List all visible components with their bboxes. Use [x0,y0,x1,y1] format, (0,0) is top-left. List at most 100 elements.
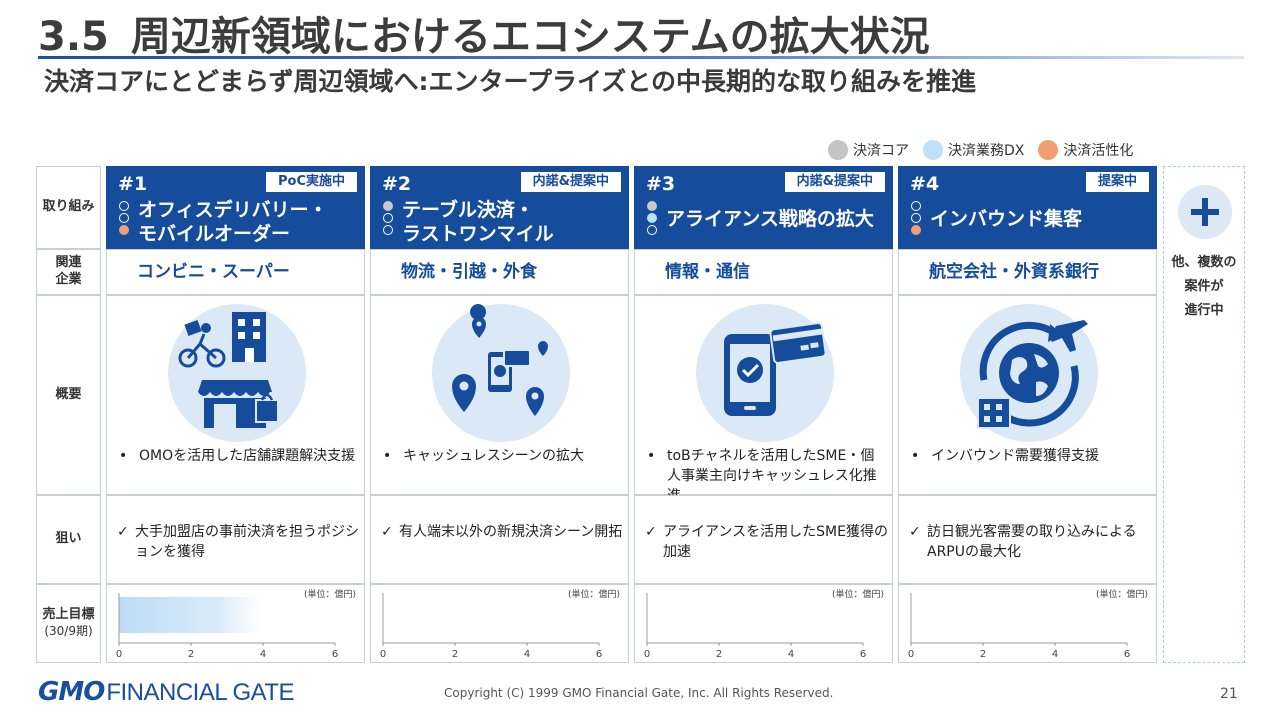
company-logo: GMOFINANCIAL GATE [38,677,295,707]
aim-text: ✓有人端末以外の新規決済シーン開拓 [381,524,623,540]
aim-cell: ✓アライアンスを活用したSME獲得の加速 [634,495,893,584]
dot-dx [911,213,921,223]
dot-core [383,201,393,211]
overview-cell: •インバウンド需要獲得支援 [898,295,1157,495]
related-company: 物流・引越・外食 [370,249,629,295]
initiative-number: #1 [118,173,148,195]
phone-card-icon [696,304,834,442]
section-title: 周辺新領域におけるエコシステムの拡大状況 [130,14,930,60]
aim-text: ✓訪日観光客需要の取り込みによるARPUの最大化 [909,524,1137,560]
dot-core [119,201,129,211]
chart-tick-label: 4 [788,649,794,660]
chart-tick-label: 2 [980,649,986,660]
sales-unit: (単位：億円) [567,590,620,600]
overview-bullet: •キャッシュレスシーンの拡大 [383,448,585,464]
sales-target-cell: 0 2 4 6 (単位：億円) [634,584,893,663]
category-dots [911,201,923,237]
overview-bullet: •インバウンド需要獲得支援 [911,448,1099,464]
row-label-initiative: 取り組み [36,166,101,249]
chart-tick-label: 2 [716,649,722,660]
page-title: 3.5 周辺新領域におけるエコシステムの拡大状況 [38,4,930,62]
chart-tick-label: 6 [596,649,602,660]
legend-dot-core [828,140,848,160]
initiative-number: #3 [646,173,676,195]
legend-item-activation: 決済活性化 [1038,140,1133,160]
initiative-header-3: #3 内諾&提案中 アライアンス戦略の拡大 [634,166,893,249]
map-pin-phone-icon [432,304,570,442]
initiative-title: オフィスデリバリー・モバイルオーダー [138,199,328,245]
initiative-column-2: #2 内諾&提案中 テーブル決済・ラストワンマイル 物流・引越・外食 •キャッシ… [370,166,629,663]
status-badge: 内諾&提案中 [784,172,885,192]
status-badge: 内諾&提案中 [520,172,621,192]
dot-dx [647,213,657,223]
chart-tick-label: 4 [260,649,266,660]
check-icon: ✓ [645,524,657,540]
aim-cell: ✓有人端末以外の新規決済シーン開拓 [370,495,629,584]
initiative-number: #2 [382,173,412,195]
sales-bar [119,597,263,633]
dot-activation [911,225,921,235]
sales-target-cell: 0 2 4 6 (単位：億円) [106,584,365,663]
category-dots [647,201,659,237]
row-label-aim: 狙い [36,495,101,584]
legend: 決済コア 決済業務DX 決済活性化 [828,140,1133,160]
initiative-number: #4 [910,173,940,195]
initiative-column-3: #3 内諾&提案中 アライアンス戦略の拡大 情報・通信 •toBチャネルを活用し… [634,166,893,663]
chart-tick-label: 0 [380,649,386,660]
chart-tick-label: 0 [116,649,122,660]
title-underline [38,56,1244,59]
initiative-header-2: #2 内諾&提案中 テーブル決済・ラストワンマイル [370,166,629,249]
overview-bullet: •OMOを活用した店舗課題解決支援 [119,448,356,464]
sales-target-chart: 0 2 4 6 [116,593,338,660]
initiative-title: アライアンス戦略の拡大 [666,208,874,230]
dot-activation [647,225,657,235]
row-label-related: 関連企業 [36,249,101,295]
chart-tick-label: 2 [188,649,194,660]
chart-tick-label: 4 [1052,649,1058,660]
dot-activation [119,225,129,235]
plus-icon [1178,185,1232,239]
status-badge: 提案中 [1085,172,1149,192]
chart-tick-label: 4 [524,649,530,660]
aim-cell: ✓訪日観光客需要の取り込みによるARPUの最大化 [898,495,1157,584]
sales-unit: (単位：億円) [303,590,356,600]
status-badge: PoC実施中 [266,172,357,192]
row-label-sales: 売上目標(30/9期) [36,584,101,663]
legend-item-dx: 決済業務DX [923,140,1024,160]
legend-dot-dx [923,140,943,160]
chart-tick-label: 0 [644,649,650,660]
overview-cell: •キャッシュレスシーンの拡大 [370,295,629,495]
initiative-title: テーブル決済・ラストワンマイル [402,199,554,245]
initiative-header-4: #4 提案中 インバウンド集客 [898,166,1157,249]
aim-cell: ✓大手加盟店の事前決済を担うポジションを獲得 [106,495,365,584]
dot-core [647,201,657,211]
dot-dx [119,213,129,223]
legend-item-core: 決済コア [828,140,909,160]
row-label-overview: 概要 [36,295,101,495]
other-projects-text: 他、複数の 案件が 進行中 [1171,255,1237,318]
category-dots [119,201,131,237]
globe-airplane-icon [960,304,1098,442]
overview-bullet: •toBチャネルを活用したSME・個人事業主向けキャッシュレス化推進 [647,448,877,504]
other-projects-box: 他、複数の 案件が 進行中 [1163,166,1245,663]
overview-cell: •toBチャネルを活用したSME・個人事業主向けキャッシュレス化推進 [634,295,893,504]
aim-text: ✓アライアンスを活用したSME獲得の加速 [645,524,888,560]
category-dots [383,201,395,237]
check-icon: ✓ [909,524,921,540]
sales-unit: (単位：億円) [831,590,884,600]
initiative-column-1: #1 PoC実施中 オフィスデリバリー・モバイルオーダー コンビニ・スーパー •… [106,166,365,663]
chart-tick-label: 6 [860,649,866,660]
section-number: 3.5 [38,14,109,60]
chart-tick-label: 6 [1124,649,1130,660]
initiative-column-4: #4 提案中 インバウンド集客 航空会社・外資系銀行 •インバウンド需要獲得支援… [898,166,1157,663]
initiative-header-1: #1 PoC実施中 オフィスデリバリー・モバイルオーダー [106,166,365,249]
page-subtitle: 決済コアにとどまらず周辺領域へ:エンタープライズとの中長期的な取り組みを推進 [44,67,977,96]
legend-dot-activation [1038,140,1059,160]
related-company: 航空会社・外資系銀行 [898,249,1157,295]
chart-tick-label: 6 [332,649,338,660]
aim-text: ✓大手加盟店の事前決済を担うポジションを獲得 [117,524,359,560]
